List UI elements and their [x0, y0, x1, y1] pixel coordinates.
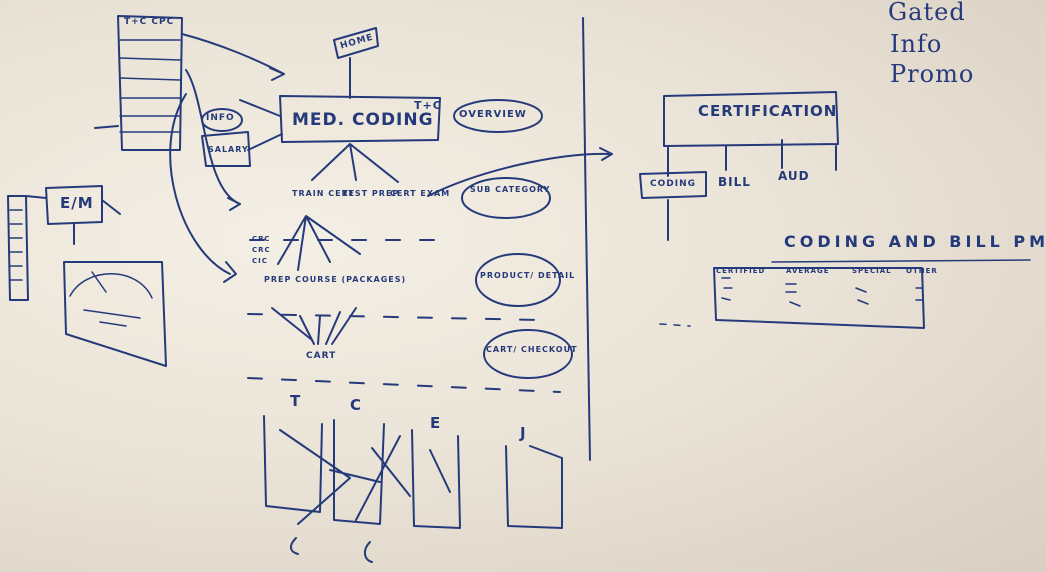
arrow-to-product [169, 93, 231, 275]
root-box [279, 95, 441, 143]
overview-bubble [453, 99, 543, 133]
stack-arrow [94, 125, 119, 129]
bottom-letter-c: C [350, 396, 363, 414]
bill-label: BILL [718, 175, 751, 189]
bottom-box-1 [263, 415, 323, 513]
overview-label: OVERVIEW [459, 109, 527, 120]
stack-box [117, 15, 183, 151]
salary-box [201, 131, 251, 167]
promo-note: Promo [890, 60, 975, 88]
table-header-certified: CERTIFIED [716, 267, 766, 275]
gauge-box [63, 261, 167, 367]
info-note: Info [890, 30, 943, 58]
cert-exam-label: CERT EXAM [390, 189, 451, 198]
root-mark: T+C [414, 99, 442, 112]
em-label: E/M [60, 194, 94, 212]
table-header-special: SPECIAL [852, 267, 892, 275]
cart-checkout-label: CART/ CHECKOUT [486, 345, 578, 354]
home-sign [333, 27, 379, 59]
train-cert-label: TRAIN CERT [292, 189, 355, 198]
arrow-to-certification [427, 152, 613, 197]
coding-box [639, 171, 707, 199]
bottom-box-4 [505, 445, 563, 529]
test-prep-label: TEST PREP [342, 189, 400, 198]
subcategory-bubble [461, 177, 551, 219]
certification-label: CERTIFICATION [698, 102, 838, 120]
aud-label: AUD [778, 169, 810, 183]
gated-note: Gated [888, 0, 966, 26]
divider-line [582, 17, 591, 461]
cic-code: CIC [252, 257, 268, 265]
root-label: MED. CODING [292, 110, 434, 130]
bottom-letter-t: T [290, 392, 302, 410]
cpc-code: CPC [252, 235, 271, 243]
prep-course-label: PREP COURSE (PACKAGES) [264, 275, 407, 284]
arrow-to-home [181, 33, 285, 75]
salary-label: SALARY [208, 145, 249, 154]
table-title: CODING AND BILL PM [784, 232, 1046, 251]
table-header-other: OTHER [906, 267, 938, 275]
em-box [45, 185, 103, 225]
subcategory-label: SUB CATEGORY [470, 185, 551, 194]
arrow-to-subcategory [185, 69, 241, 205]
bottom-box-3 [411, 429, 461, 529]
bottom-letter-e: E [430, 414, 442, 432]
bottom-letter-j: J [520, 424, 527, 442]
stack-label: T+C CPC [124, 17, 175, 27]
product-bubble [475, 253, 561, 307]
cart-label: CART [306, 351, 337, 361]
info-label: INFO [206, 113, 235, 123]
coding-label: CODING [650, 179, 696, 189]
ruler [7, 195, 29, 301]
coding-table [713, 267, 925, 329]
product-detail-label: PRODUCT/ DETAIL [480, 271, 576, 280]
table-header-average: AVERAGE [786, 267, 830, 275]
certification-box [663, 91, 839, 147]
crc-code: CRC [252, 246, 271, 254]
cart-bubble [483, 329, 573, 379]
